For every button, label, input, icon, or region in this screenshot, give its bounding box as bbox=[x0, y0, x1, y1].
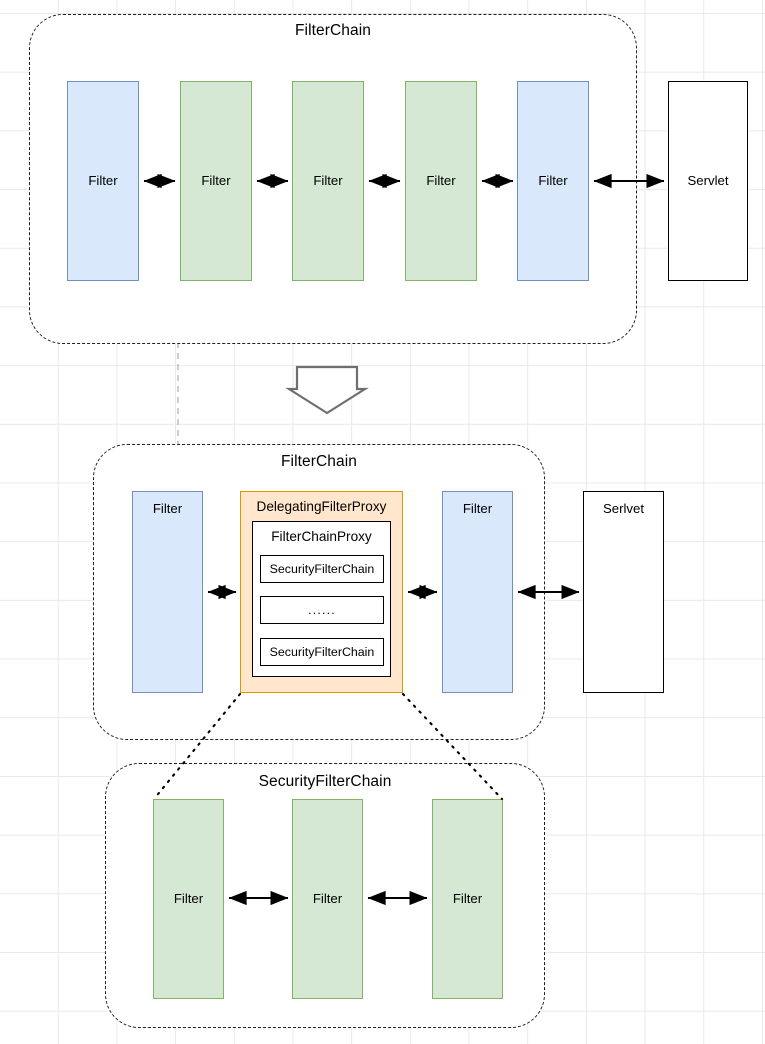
security-filter-chain-item-2-label: SecurityFilterChain bbox=[269, 645, 375, 659]
bottom-filter-1[interactable]: Filter bbox=[153, 799, 224, 999]
bottom-filter-3-label: Filter bbox=[452, 891, 483, 907]
top-filter-2[interactable]: Filter bbox=[180, 81, 252, 281]
top-filter-3-label: Filter bbox=[313, 173, 343, 189]
middle-filter-left[interactable]: Filter bbox=[132, 491, 203, 693]
top-filter-3[interactable]: Filter bbox=[292, 81, 364, 281]
middle-filter-left-label: Filter bbox=[152, 501, 183, 516]
security-filter-chain-item-1[interactable]: SecurityFilterChain bbox=[260, 555, 384, 583]
security-filter-chain-ellipsis[interactable]: ...... bbox=[260, 596, 384, 624]
top-filter-1[interactable]: Filter bbox=[67, 81, 139, 281]
security-filter-chain-item-2[interactable]: SecurityFilterChain bbox=[260, 638, 384, 666]
bottom-filter-2-label: Filter bbox=[312, 891, 343, 907]
bottom-filter-2[interactable]: Filter bbox=[292, 799, 363, 999]
top-filter-1-label: Filter bbox=[88, 173, 118, 189]
filter-chain-proxy-title: FilterChainProxy bbox=[271, 529, 372, 544]
bottom-filter-1-label: Filter bbox=[173, 891, 204, 907]
group-title-security-filter-chain: SecurityFilterChain bbox=[258, 773, 392, 790]
middle-servlet[interactable]: Serlvet bbox=[583, 491, 664, 693]
group-title-filterchain-middle: FilterChain bbox=[280, 453, 358, 470]
top-filter-2-label: Filter bbox=[201, 173, 231, 189]
top-filter-4[interactable]: Filter bbox=[405, 81, 477, 281]
middle-servlet-label: Serlvet bbox=[602, 501, 645, 516]
group-title-filterchain-top: FilterChain bbox=[294, 22, 372, 39]
middle-filter-right-label: Filter bbox=[462, 501, 493, 516]
top-servlet[interactable]: Servlet bbox=[668, 81, 748, 281]
middle-filter-right[interactable]: Filter bbox=[442, 491, 513, 693]
top-servlet-label: Servlet bbox=[687, 173, 729, 189]
top-filter-5-label: Filter bbox=[538, 173, 568, 189]
bottom-filter-3[interactable]: Filter bbox=[432, 799, 503, 999]
security-filter-chain-ellipsis-label: ...... bbox=[308, 603, 336, 617]
security-filter-chain-item-1-label: SecurityFilterChain bbox=[269, 562, 375, 576]
delegating-filter-proxy-title: DelegatingFilterProxy bbox=[256, 499, 387, 514]
top-filter-5[interactable]: Filter bbox=[517, 81, 589, 281]
top-filter-4-label: Filter bbox=[426, 173, 456, 189]
